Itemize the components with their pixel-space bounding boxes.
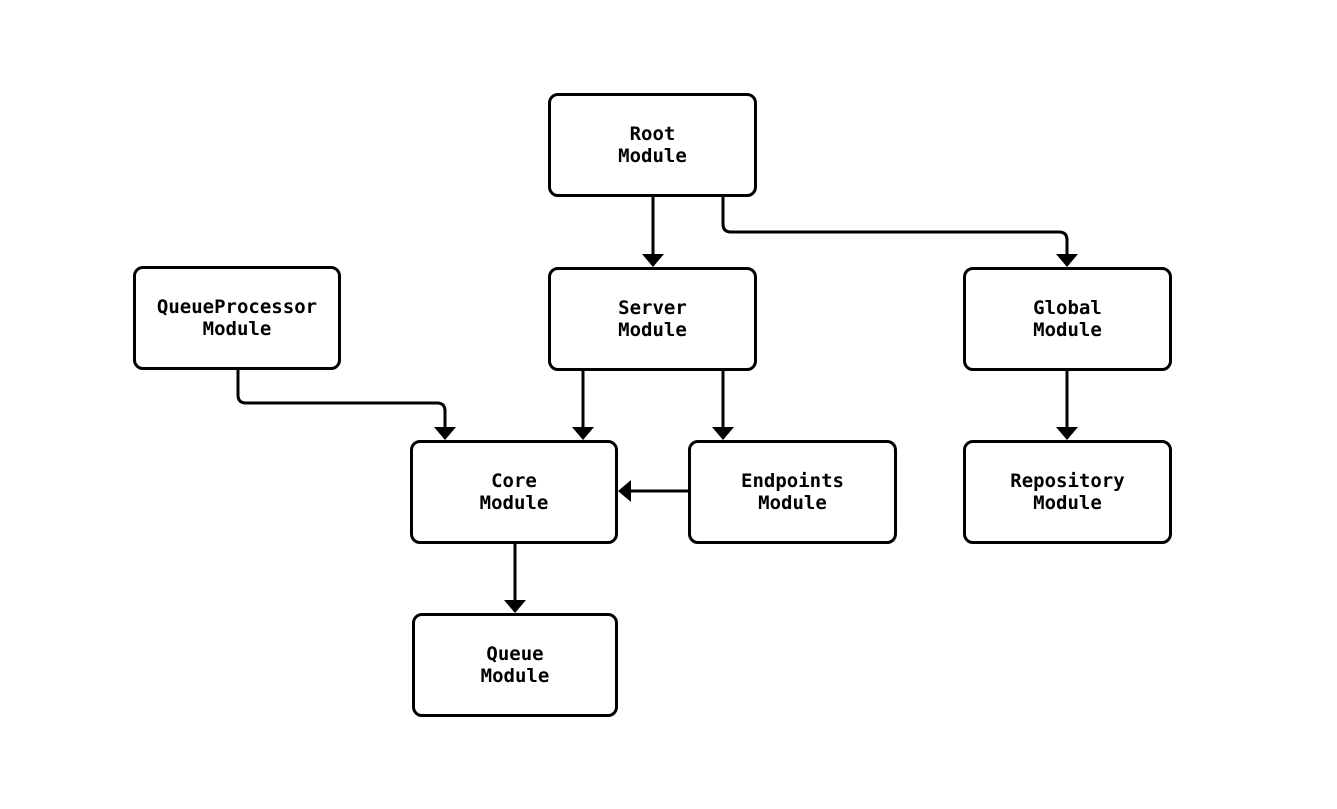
node-core-label-line-0: Core [491, 470, 537, 492]
node-server-label-line-1: Module [618, 319, 687, 341]
node-global-label-line-0: Global [1033, 297, 1102, 319]
arrowhead-server-to-core [572, 427, 594, 440]
node-core-label-line-1: Module [479, 492, 549, 514]
node-queue-label-line-0: Queue [486, 643, 544, 665]
arrowhead-root-to-global [1056, 254, 1078, 267]
node-repository-label-line-1: Module [1033, 492, 1102, 514]
edge-server-to-core [572, 371, 594, 440]
arrowhead-queueprocessor-to-core [434, 427, 456, 440]
arrowhead-global-to-repository [1056, 427, 1078, 440]
arrowhead-core-to-queue [504, 600, 526, 613]
edge-queueprocessor-to-core [236, 370, 456, 440]
edge-root-to-server [642, 197, 664, 267]
node-global-label-line-1: Module [1033, 319, 1102, 341]
node-queueprocessor-label-line-0: QueueProcessor [156, 296, 318, 318]
node-repository-label-line-0: Repository [1010, 470, 1125, 492]
node-endpoints-label-line-1: Module [758, 492, 827, 514]
node-root-label-line-1: Module [618, 145, 687, 167]
arrowhead-server-to-endpoints [712, 427, 734, 440]
edge-endpoints-to-core [618, 480, 688, 502]
arrowhead-endpoints-to-core [618, 480, 631, 502]
node-queueprocessor-label-line-1: Module [202, 318, 272, 340]
edge-line-queueprocessor-to-core [236, 370, 447, 427]
edge-global-to-repository [1056, 371, 1078, 440]
node-queue-label-line-1: Module [480, 665, 550, 687]
edge-root-to-global [721, 197, 1078, 267]
edge-line-root-to-global [721, 197, 1069, 254]
node-server-label-line-0: Server [618, 297, 687, 319]
node-root-label-line-0: Root [629, 123, 676, 145]
edge-server-to-endpoints [712, 371, 734, 440]
edge-core-to-queue [504, 544, 526, 613]
arrowhead-root-to-server [642, 254, 664, 267]
node-endpoints-label-line-0: Endpoints [741, 470, 844, 492]
